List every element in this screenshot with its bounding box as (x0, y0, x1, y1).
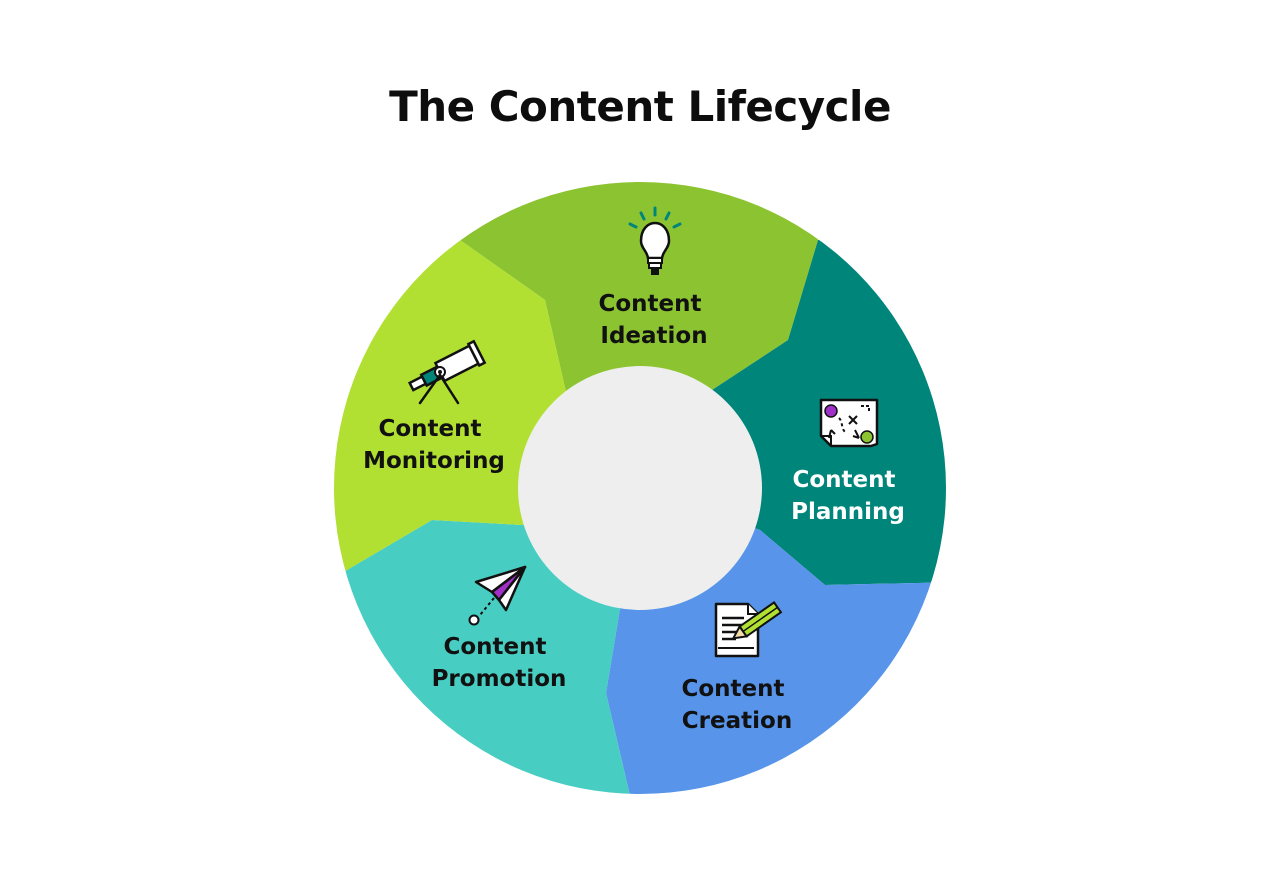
label-content-planning-line2: Planning (791, 499, 905, 525)
label-content-ideation: Content Ideation (598, 291, 709, 349)
telescope-icon (407, 339, 487, 405)
segment-content-ideation (460, 182, 840, 488)
diagram-title: The Content Lifecycle (389, 82, 891, 131)
center-circle (518, 366, 762, 610)
lightbulb-icon (628, 206, 682, 275)
paper-plane-icon (468, 565, 527, 626)
label-content-monitoring: Content Monitoring (363, 416, 505, 474)
label-content-promotion: Content Promotion (432, 634, 567, 692)
label-content-monitoring-line1: Content (378, 416, 481, 442)
label-content-ideation-line2: Ideation (600, 323, 707, 349)
label-content-creation: Content Creation (681, 676, 792, 734)
strategy-map-icon (819, 398, 879, 448)
label-content-ideation-line1: Content (598, 291, 701, 317)
document-pencil-icon (714, 601, 783, 658)
label-content-planning-line1: Content (792, 467, 895, 493)
label-content-monitoring-line2: Monitoring (363, 448, 505, 474)
label-content-promotion-line1: Content (443, 634, 546, 660)
label-content-creation-line1: Content (681, 676, 784, 702)
label-content-planning: Content Planning (791, 467, 905, 525)
label-content-promotion-line2: Promotion (432, 666, 567, 692)
label-content-creation-line2: Creation (682, 708, 792, 734)
